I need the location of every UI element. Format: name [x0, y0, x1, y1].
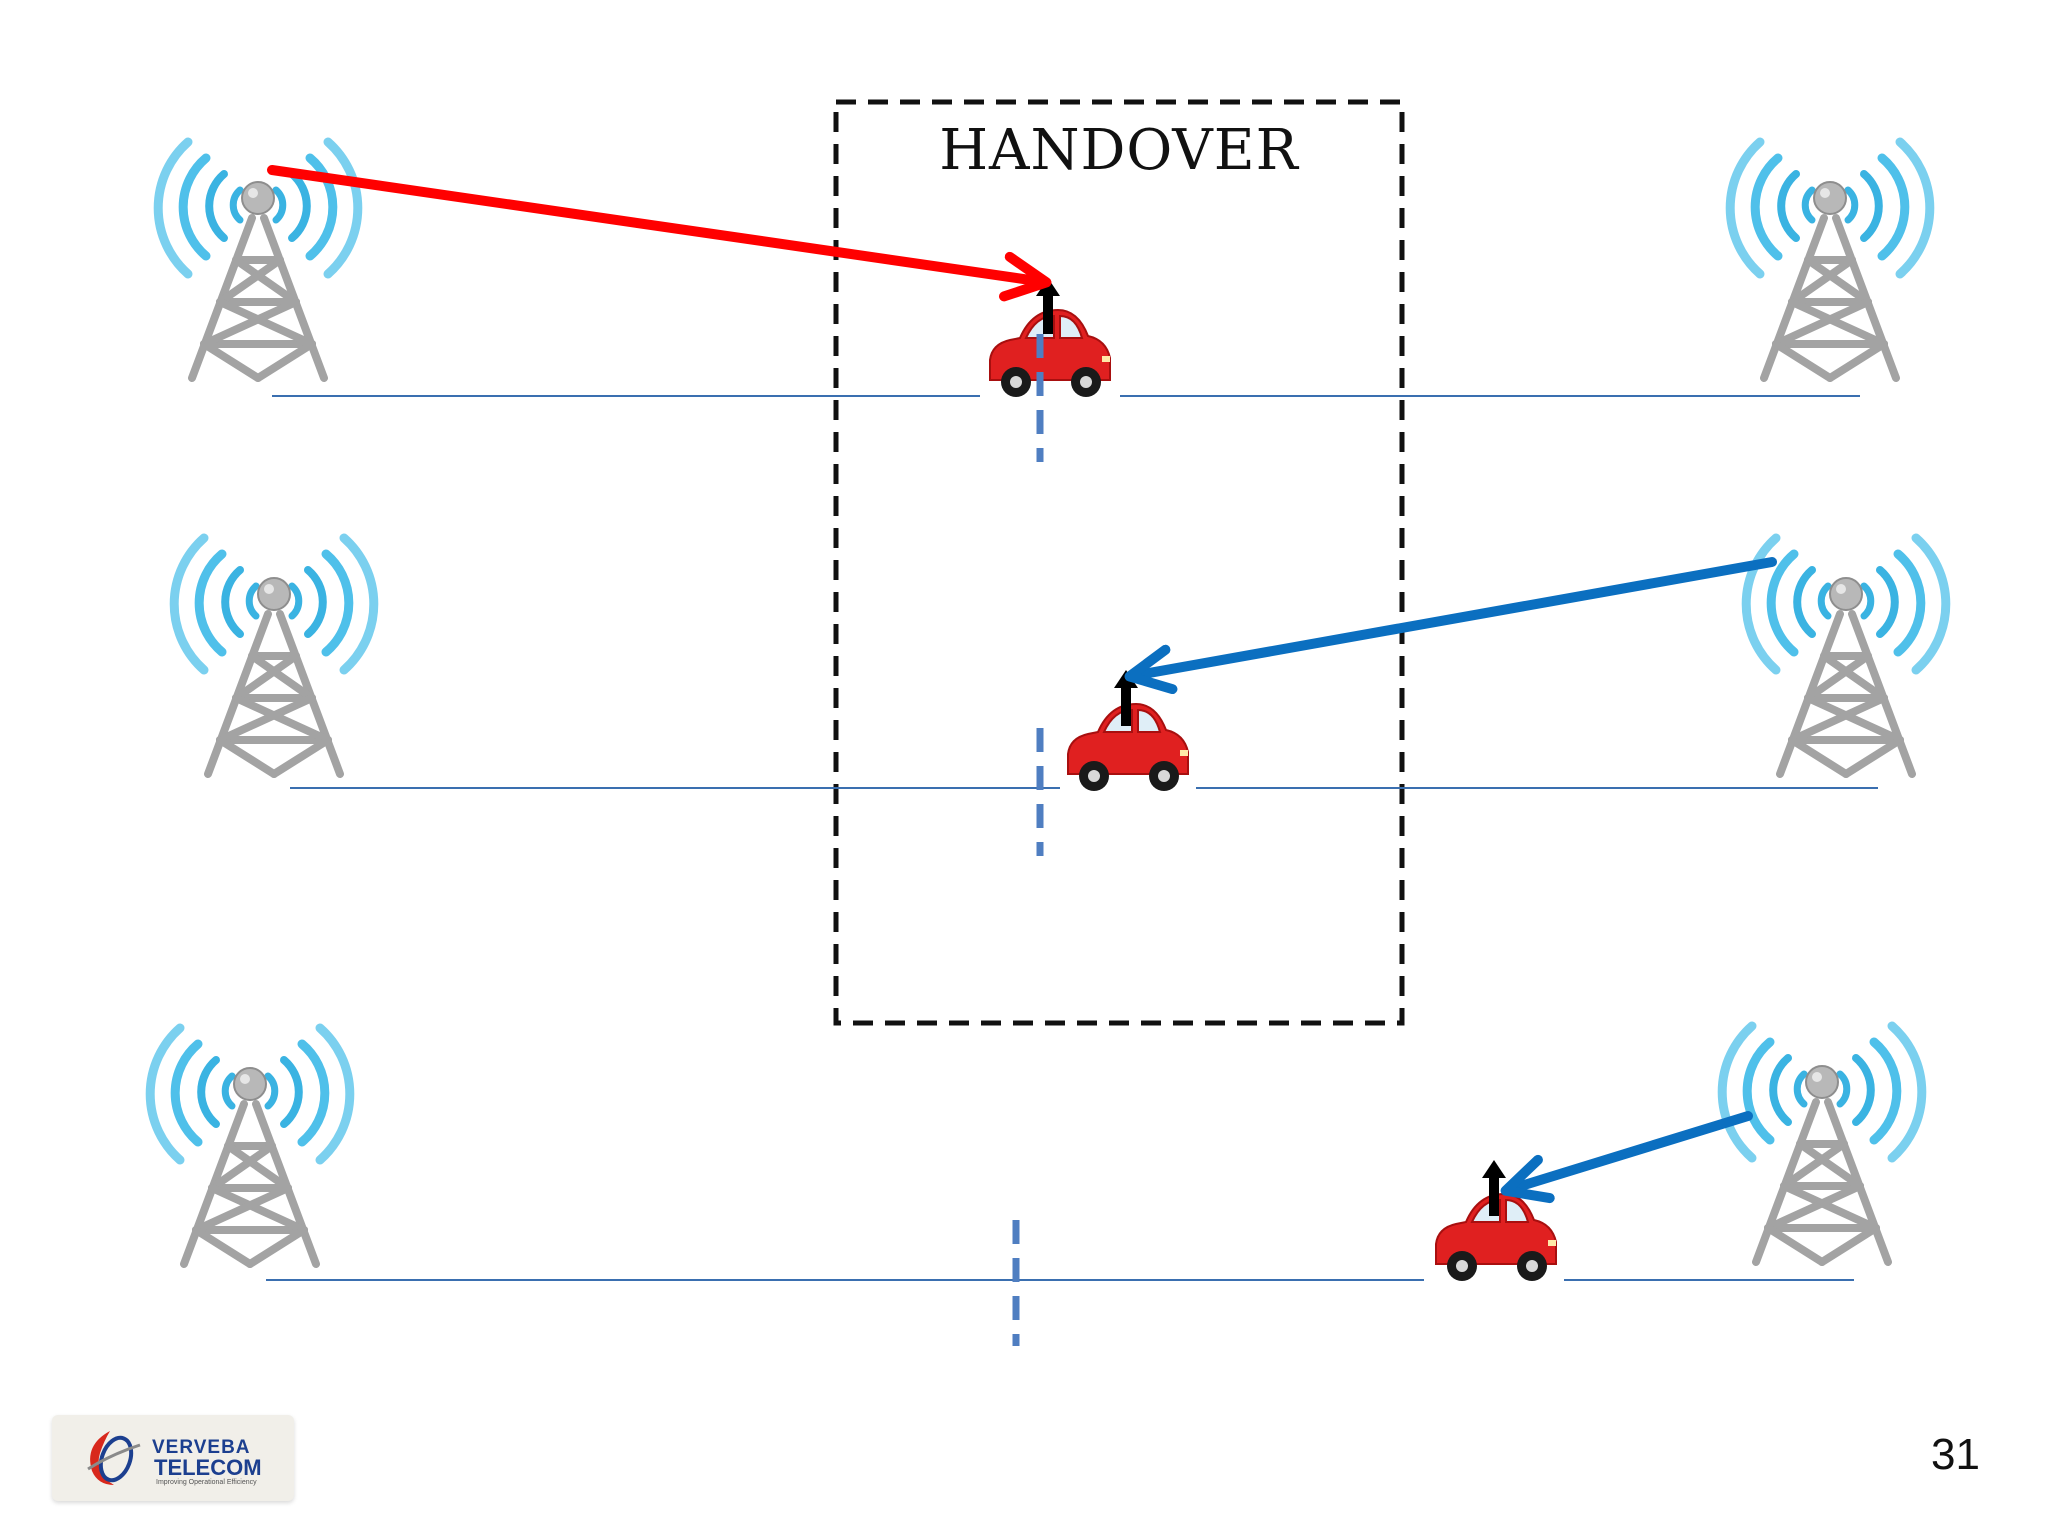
handover-label: HANDOVER [939, 118, 1299, 183]
signal-arrow-red [267, 165, 1052, 302]
cell-tower-icon [150, 1028, 350, 1264]
row-1 [158, 142, 1930, 462]
cell-tower-icon [1746, 538, 1946, 774]
signal-arrow-blue [1124, 557, 1777, 695]
company-logo: VERVEBA TELECOM Improving Operational Ef… [52, 1415, 294, 1501]
logo-brand: VERVEBA [152, 1437, 251, 1458]
row-3 [150, 1026, 1922, 1346]
signal-arrow-blue [1500, 1111, 1753, 1204]
page-number: 31 [1931, 1430, 1980, 1479]
logo-emblem-icon [87, 1431, 141, 1485]
cell-tower-icon [1730, 142, 1930, 378]
row-2 [174, 538, 1946, 856]
cell-tower-icon [174, 538, 374, 774]
logo-name: TELECOM [154, 1455, 262, 1480]
logo-tagline: Improving Operational Efficiency [156, 1479, 257, 1486]
handover-zone [833, 99, 1405, 1026]
cell-tower-icon [1722, 1026, 1922, 1262]
